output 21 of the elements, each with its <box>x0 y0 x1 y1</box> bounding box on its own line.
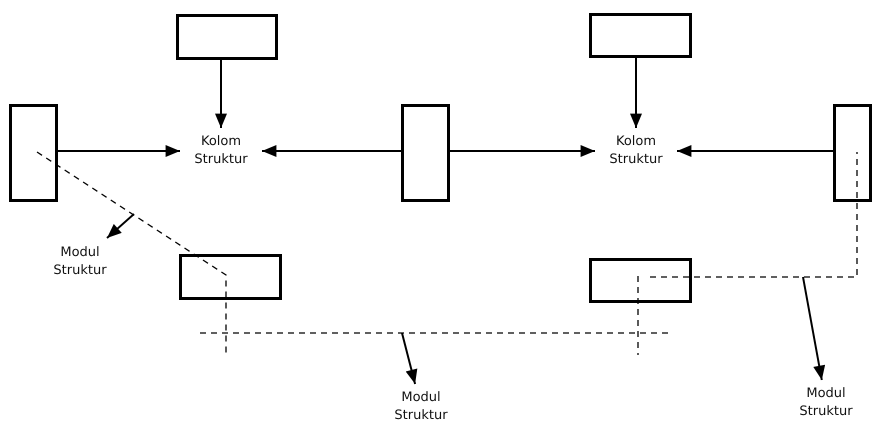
arrow <box>630 58 642 128</box>
leader-arrow <box>106 213 135 239</box>
arrow <box>450 145 595 157</box>
column-rectangle <box>401 104 450 202</box>
column-rectangle <box>176 14 278 60</box>
arrow <box>262 145 401 157</box>
leader-arrow <box>401 332 418 384</box>
arrow <box>58 145 180 157</box>
arrow <box>215 60 227 128</box>
structure-label: Kolom Struktur <box>595 128 677 174</box>
structure-label: Modul Struktur <box>784 380 868 426</box>
column-rectangle <box>9 104 58 202</box>
arrow <box>677 145 833 157</box>
column-rectangle <box>589 13 692 58</box>
structure-label: Modul Struktur <box>379 384 463 430</box>
column-rectangle <box>589 258 692 303</box>
column-rectangle <box>833 104 872 202</box>
leader-arrow <box>802 276 826 380</box>
column-rectangle <box>179 254 282 300</box>
structure-label: Kolom Struktur <box>180 128 262 174</box>
structure-label: Modul Struktur <box>38 238 122 286</box>
